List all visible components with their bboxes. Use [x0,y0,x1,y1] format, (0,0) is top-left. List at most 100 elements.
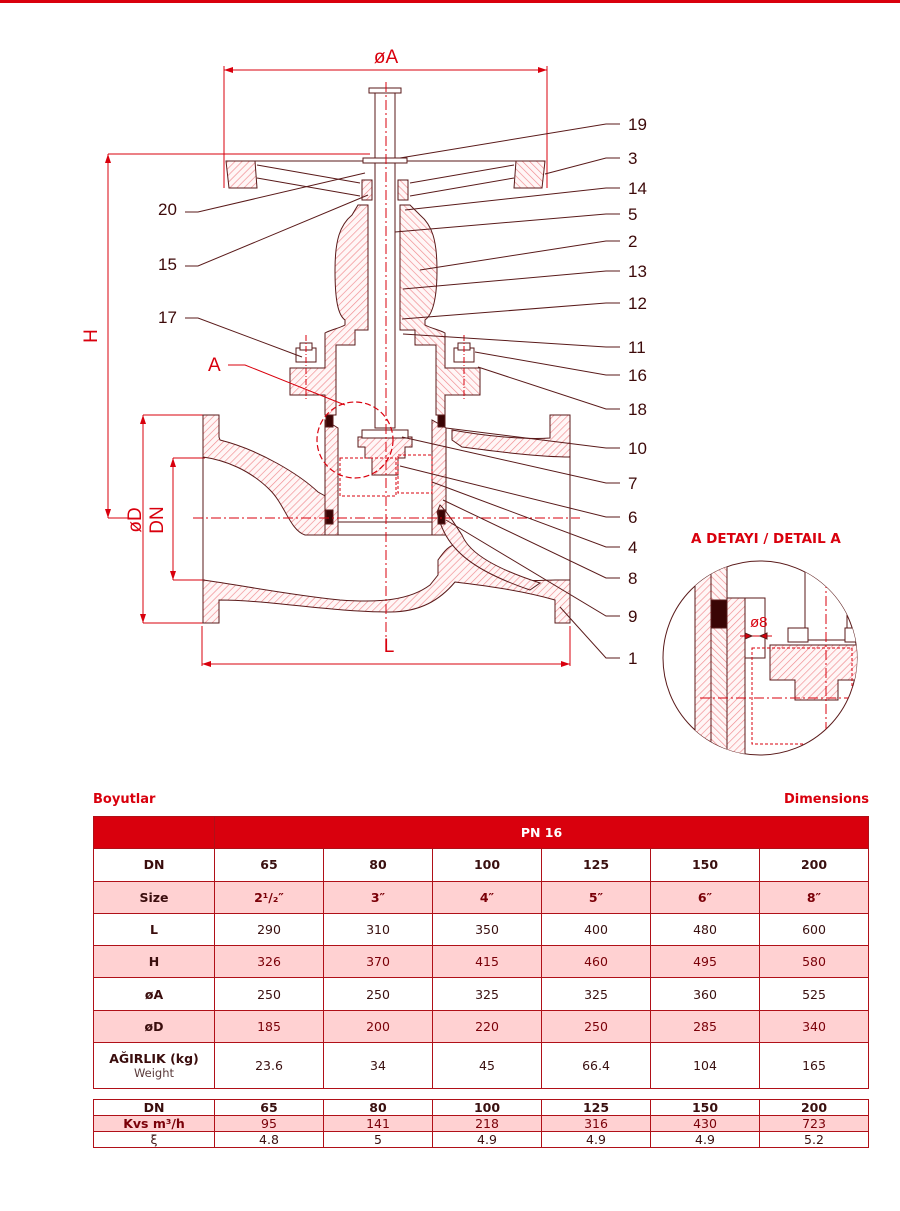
callout-right-11: 7 [628,474,637,493]
row-label: Kvs m³/h [93,1115,215,1132]
cell: 325 [541,977,651,1011]
dimension-DN-label: DN [147,506,168,533]
table-header-row: PN 16 [93,815,869,850]
dimension-oA: øA [223,47,548,188]
cell: 580 [759,945,869,979]
dimension-L-label: L [384,636,395,657]
cell: 525 [759,977,869,1011]
cell: 4.9 [650,1131,760,1148]
dimension-H: H [81,153,370,519]
callout-right-15: 9 [628,607,637,626]
callout-right-6: 12 [628,294,647,313]
cell: 65 [214,848,324,882]
valve-body [202,412,571,624]
callout-right-8: 16 [628,366,647,385]
cell: 6″ [650,880,760,914]
cell: 310 [323,912,433,947]
cell: 495 [650,945,760,979]
cell: 326 [214,945,324,979]
callout-right-16: 1 [628,649,637,668]
callout-right-14: 8 [628,569,637,588]
cell: 480 [650,912,760,947]
cell: 290 [214,912,324,947]
stem-plug [339,87,433,497]
callout-left-1: 15 [158,255,177,274]
callout-right-9: 18 [628,400,647,419]
cell: 100 [432,1099,542,1116]
valve-section-drawing: øA H øD DN L [81,47,858,756]
cell: 4.9 [541,1131,651,1148]
row-label: L [93,912,215,947]
cell: 325 [432,977,542,1011]
cell: 125 [541,848,651,882]
cell: 250 [541,1009,651,1044]
cell: 23.6 [214,1042,324,1090]
callout-right-4: 2 [628,232,637,251]
cell: 104 [650,1042,760,1090]
cell: 460 [541,945,651,979]
cell: 4″ [432,880,542,914]
handwheel [225,157,546,201]
table-row: DN 65 80 100 125 150 200 [93,848,869,882]
cell: 80 [323,1099,433,1116]
cell: 3″ [323,880,433,914]
cell: 600 [759,912,869,947]
callout-right-7: 11 [628,338,646,357]
row-label: ξ [93,1131,215,1148]
table-row: DN 65 80 100 125 150 200 [93,1099,869,1116]
cell: 80 [323,848,433,882]
flow-coefficient-table: DN 65 80 100 125 150 200 Kvs m³/h 95 141… [93,1099,869,1148]
cell: 4.9 [432,1131,542,1148]
callout-right-12: 6 [628,508,637,527]
table-row: Kvs m³/h 95 141 218 316 430 723 [93,1115,869,1132]
callout-right-5: 13 [628,262,647,281]
dimension-oD-DN: øD DN [125,414,205,624]
table-row: L 290 310 350 400 480 600 [93,912,869,947]
cell: 340 [759,1009,869,1044]
weight-label: AĞIRLIK (kg) [109,1051,199,1067]
table-row: H 326 370 415 460 495 580 [93,945,869,979]
cell: 150 [650,1099,760,1116]
cell: 430 [650,1115,760,1132]
dimension-L: L [201,626,571,667]
cell: 350 [432,912,542,947]
cell: 100 [432,848,542,882]
detail-A-marker [316,401,394,479]
cell: 5.2 [759,1131,869,1148]
dimension-H-label: H [81,329,102,343]
pressure-class-header: PN 16 [214,815,869,850]
detail-A-label: A [208,355,221,376]
table-row: øD 185 200 220 250 285 340 [93,1009,869,1044]
callouts-left [185,172,369,358]
weight-sublabel: Weight [133,1066,175,1081]
cell: 316 [541,1115,651,1132]
row-label: DN [93,848,215,882]
cell: 165 [759,1042,869,1090]
dimension-oA-label: øA [374,47,399,68]
section-title-en: Dimensions [784,792,869,807]
callout-left-2: 17 [158,308,177,327]
cell: 200 [759,1099,869,1116]
cell: 285 [650,1009,760,1044]
table-row: Size 2¹/₂″ 3″ 4″ 5″ 6″ 8″ [93,880,869,914]
cell: 400 [541,912,651,947]
detail-A-view: ø8 [662,560,858,756]
detail-A-label-group: A [208,355,346,406]
table-row: ξ 4.8 5 4.9 4.9 4.9 5.2 [93,1131,869,1148]
cell: 5 [323,1131,433,1148]
section-title-tr: Boyutlar [93,792,156,807]
cell: 141 [323,1115,433,1132]
cell: 360 [650,977,760,1011]
callout-right-1: 3 [628,149,637,168]
detail-A-title: A DETAYI / DETAIL A [691,531,841,547]
callout-numbers-right: 19 3 14 5 2 13 12 11 16 18 10 7 6 4 8 9 … [628,115,647,668]
callout-left-0: 20 [158,200,177,219]
cell: 218 [432,1115,542,1132]
cell: 723 [759,1115,869,1132]
row-label: øA [93,977,215,1011]
cell: 65 [214,1099,324,1116]
cell: 5″ [541,880,651,914]
callout-right-2: 14 [628,179,647,198]
callout-right-10: 10 [628,439,647,458]
cell: 200 [759,848,869,882]
